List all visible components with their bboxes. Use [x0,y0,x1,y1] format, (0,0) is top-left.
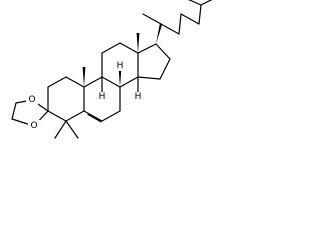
c20-wedge [156,23,163,44]
c14-hydrogen: H [135,92,142,102]
ring-d [137,43,171,80]
steroid-ketal-structure: O O H H H [11,0,213,139]
double-bond-c5-c6 [87,113,102,123]
ring-b [83,76,121,122]
c13-methyl-wedge [136,33,140,53]
side-chain [142,0,213,44]
c4-methyl-2 [65,120,79,139]
c10-methyl-wedge [82,67,86,87]
ketal-oxygen-bottom: O [30,121,37,131]
c8-h-wedge [118,71,122,87]
c8-hydrogen: H [117,61,124,71]
c4-methyl-1 [54,120,67,139]
ring-a [47,76,85,122]
ketal-oxygen-top: O [28,95,35,105]
ring-c [101,42,139,88]
c9-hydrogen: H [99,92,106,102]
